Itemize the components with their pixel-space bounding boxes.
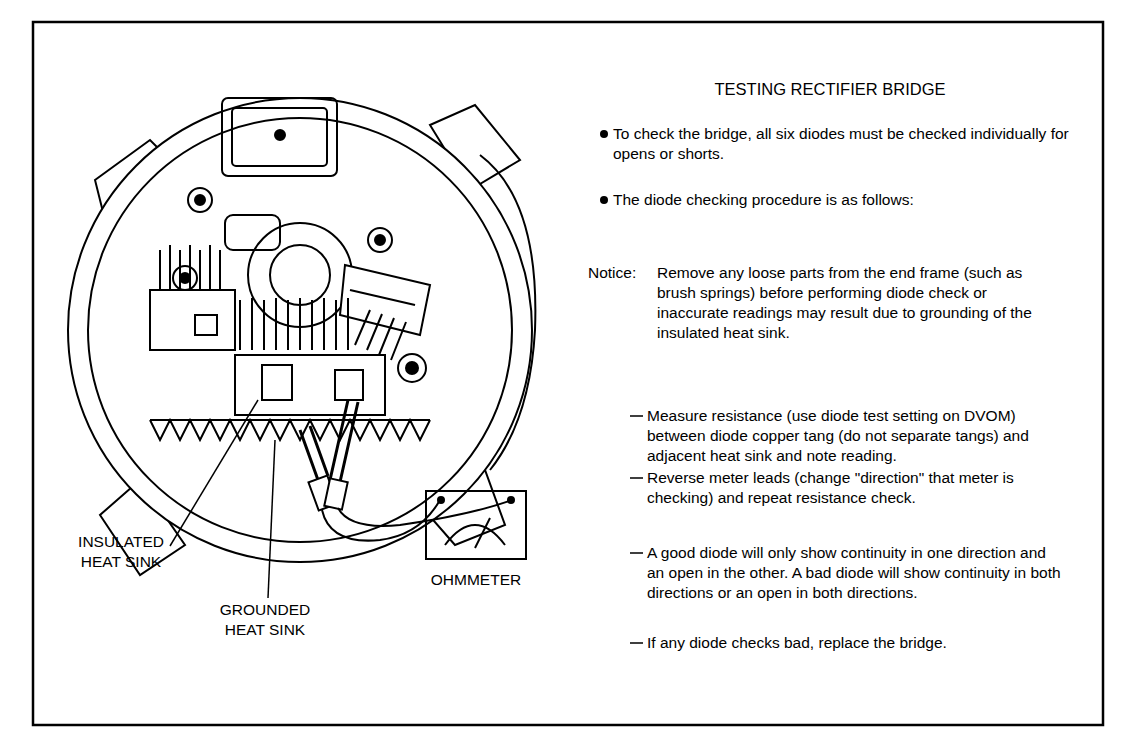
terminal-nut bbox=[195, 195, 205, 205]
meter-scale bbox=[445, 525, 505, 545]
meter-terminal bbox=[508, 497, 514, 503]
diode-tang bbox=[335, 370, 363, 400]
meter-terminal bbox=[438, 497, 444, 503]
heat-sink-fins bbox=[160, 245, 220, 290]
insulated-heat-sink bbox=[150, 290, 235, 350]
regulator bbox=[232, 108, 327, 166]
bullet-text: To check the bridge, all six diodes must… bbox=[613, 124, 1083, 164]
page-frame bbox=[33, 22, 1103, 725]
notice-text: Remove any loose parts from the end fram… bbox=[657, 263, 1052, 343]
grounded-heat-sink bbox=[150, 420, 430, 440]
screw bbox=[275, 130, 285, 140]
diode-tang bbox=[195, 315, 217, 335]
meter-box: OHMMETER bbox=[425, 490, 527, 560]
meter-label: OHMMETER bbox=[431, 570, 521, 590]
grounded-heat-sink bbox=[150, 419, 430, 421]
brush-holder bbox=[340, 265, 430, 335]
terminal-nut bbox=[398, 354, 426, 382]
list-dash bbox=[630, 416, 643, 643]
heat-sink-fins bbox=[355, 310, 406, 360]
meter-needle bbox=[475, 518, 490, 548]
part-label: GROUNDED HEAT SINK bbox=[205, 600, 325, 640]
procedure-step: If any diode checks bad, replace the bri… bbox=[647, 633, 1067, 653]
leader-line bbox=[170, 400, 258, 546]
bearing bbox=[270, 245, 330, 305]
regulator bbox=[222, 98, 337, 176]
procedure-step: A good diode will only show continuity i… bbox=[647, 543, 1067, 603]
leader-line bbox=[268, 440, 275, 598]
rectifier-bridge bbox=[235, 355, 385, 415]
capacitor bbox=[225, 215, 280, 250]
probe-handle bbox=[324, 478, 347, 509]
procedure-step: Reverse meter leads (change "direction" … bbox=[647, 468, 1067, 508]
meter-lead bbox=[322, 500, 440, 541]
end-frame-rim bbox=[88, 118, 512, 542]
list-bullet bbox=[600, 130, 608, 138]
procedure-step: Measure resistance (use diode test setti… bbox=[647, 406, 1067, 466]
test-probe bbox=[330, 400, 358, 482]
terminal-nut bbox=[406, 362, 418, 374]
notice-label: Notice: bbox=[588, 263, 658, 283]
terminal-nut bbox=[188, 188, 212, 212]
terminal-nut bbox=[180, 273, 190, 283]
diagram-title: TESTING RECTIFIER BRIDGE bbox=[640, 79, 1020, 99]
test-probe bbox=[300, 426, 328, 480]
diode-tang bbox=[262, 365, 292, 400]
end-frame bbox=[68, 98, 532, 562]
terminal-nut bbox=[173, 266, 197, 290]
bullet-text: The diode checking procedure is as follo… bbox=[613, 190, 1083, 210]
terminal-nut bbox=[368, 228, 392, 252]
terminal-nut bbox=[375, 235, 385, 245]
list-bullet bbox=[600, 196, 608, 204]
part-label: INSULATED HEAT SINK bbox=[66, 532, 176, 572]
heat-sink-fins bbox=[240, 298, 348, 350]
brush-holder bbox=[350, 290, 415, 305]
